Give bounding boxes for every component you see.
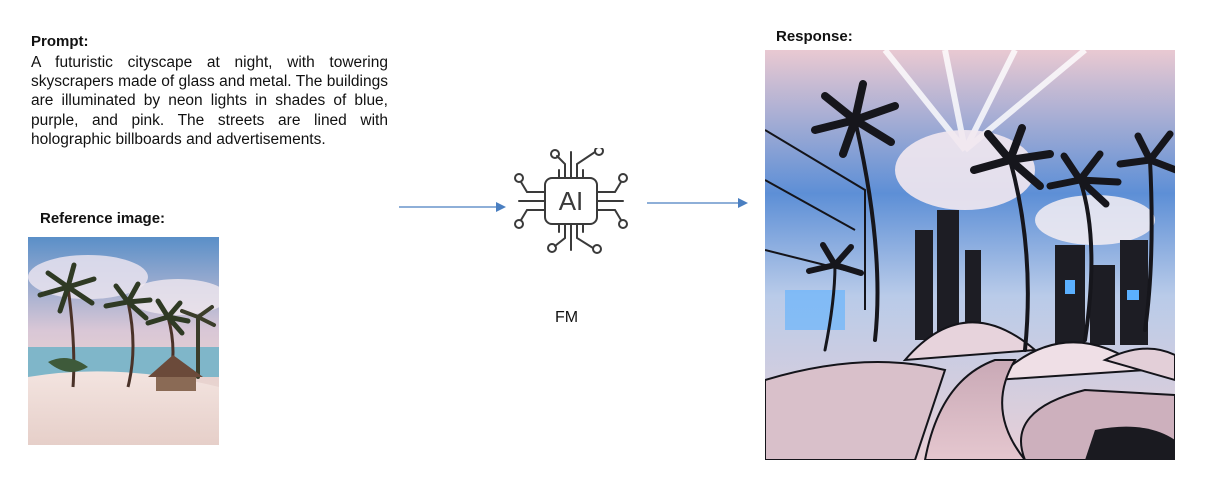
prompt-text: A futuristic cityscape at night, with to… (31, 54, 388, 148)
reference-image (28, 237, 219, 445)
ai-chip-icon: AI (514, 148, 628, 254)
arrow-right-icon (399, 202, 506, 212)
ai-chip-text: AI (559, 186, 584, 216)
fm-label: FM (555, 309, 579, 326)
prompt-heading: Prompt: (31, 33, 89, 50)
reference-image-heading: Reference image: (40, 210, 166, 227)
arrow-right-icon (647, 198, 748, 208)
response-heading: Response: (776, 28, 853, 45)
response-image (765, 50, 1175, 460)
